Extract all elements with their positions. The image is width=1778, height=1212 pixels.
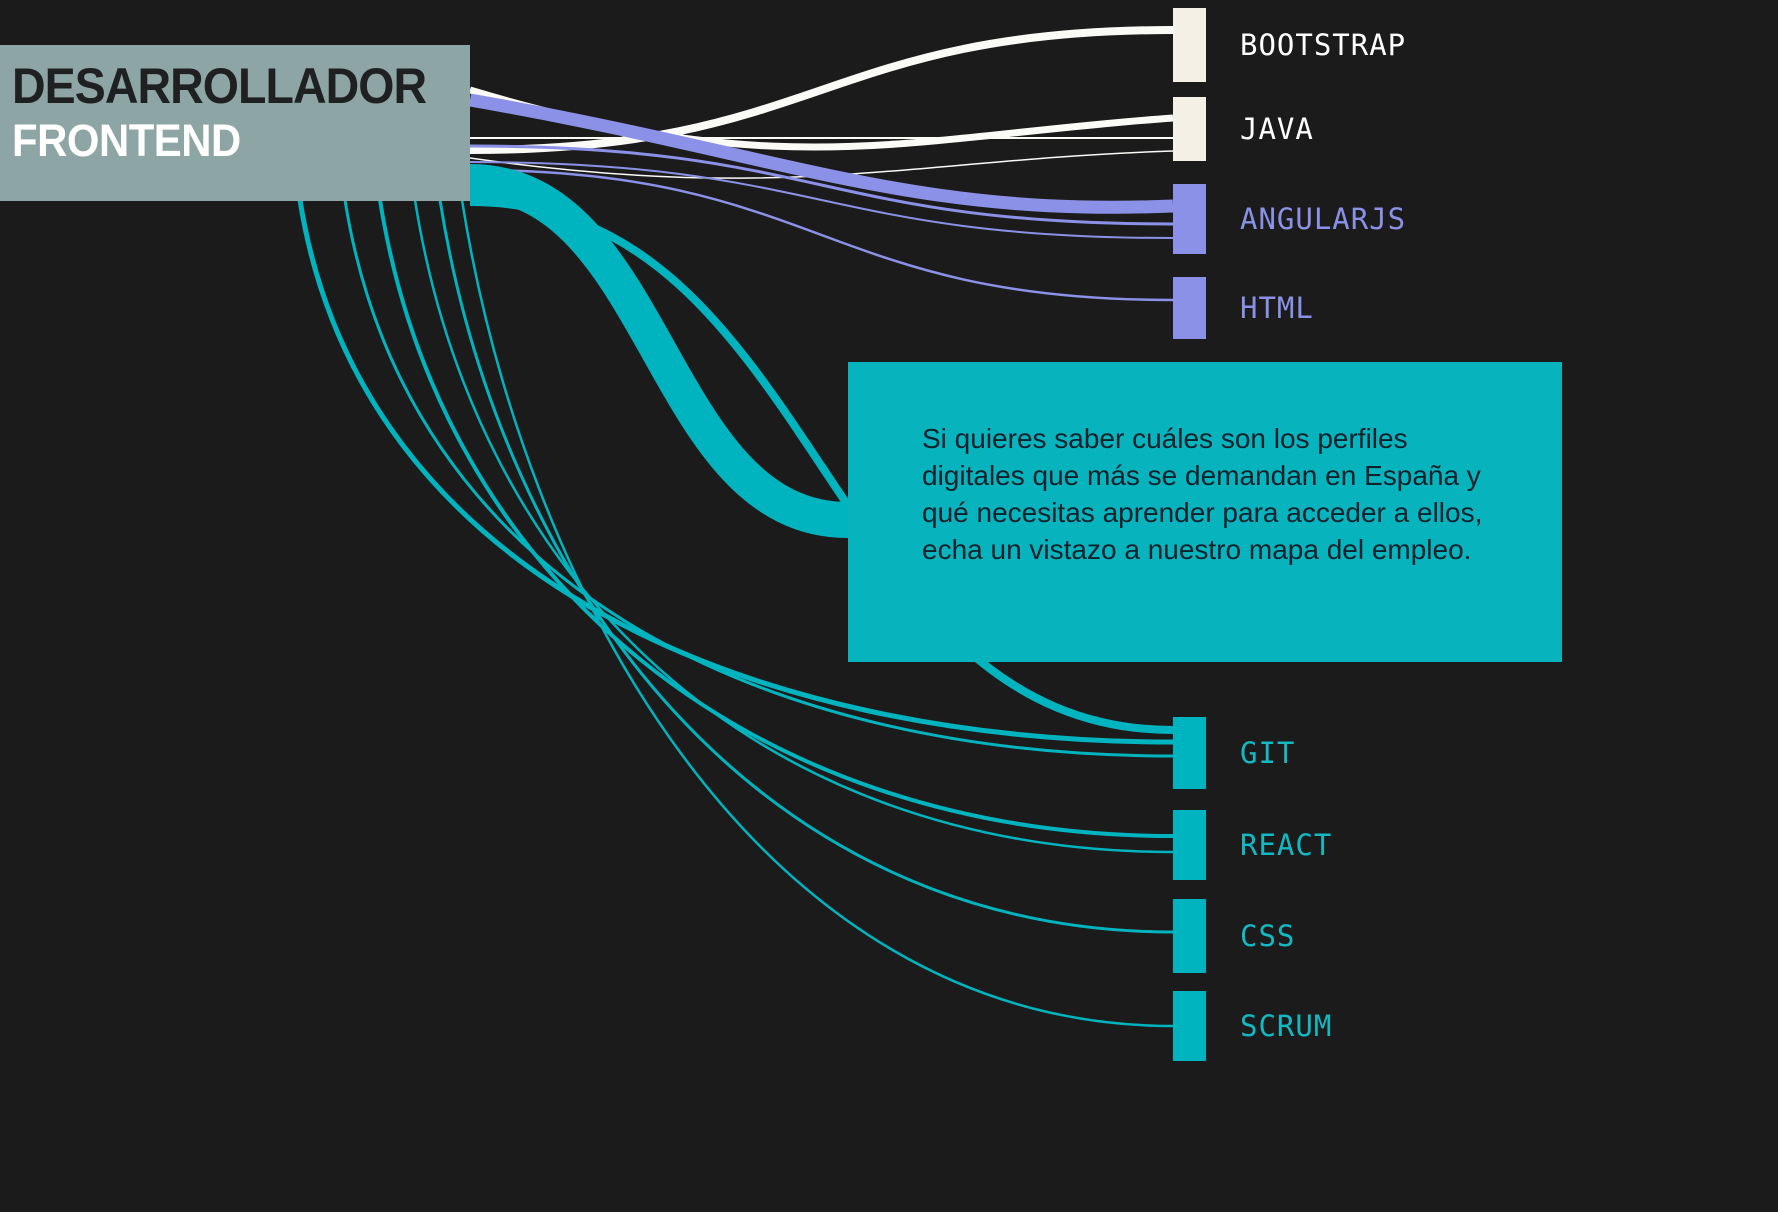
node-label-react: REACT xyxy=(1240,828,1333,862)
node-bar-html[interactable] xyxy=(1173,277,1206,339)
flow-frontend-html[interactable] xyxy=(469,168,1174,302)
node-label-git: GIT xyxy=(1240,736,1296,770)
flow-frontend-angularjs[interactable] xyxy=(469,161,1174,239)
node-bar-java[interactable] xyxy=(1173,97,1206,161)
node-bar-bootstrap[interactable] xyxy=(1173,8,1206,82)
flow-frontend-angularjs[interactable] xyxy=(468,93,1174,214)
node-bar-css[interactable] xyxy=(1173,899,1206,973)
info-callout: Si quieres saber cuáles son los perfiles… xyxy=(848,362,1562,662)
flow-frontend-git[interactable] xyxy=(297,199,1174,745)
node-label-html: HTML xyxy=(1240,291,1314,325)
node-bar-react[interactable] xyxy=(1173,810,1206,880)
flow-frontend-git[interactable] xyxy=(343,199,1174,758)
flow-frontend-scrum[interactable] xyxy=(460,199,1174,1028)
title-line-frontend: FRONTEND xyxy=(12,115,241,166)
node-label-angularjs: ANGULARJS xyxy=(1240,202,1407,236)
node-bar-angularjs[interactable] xyxy=(1173,184,1206,254)
node-bar-git[interactable] xyxy=(1173,717,1206,789)
node-label-scrum: SCRUM xyxy=(1240,1009,1333,1043)
flow-frontend-css[interactable] xyxy=(438,199,1174,934)
flow-frontend-git[interactable] xyxy=(469,198,1174,734)
flow-frontend-react[interactable] xyxy=(378,199,1174,838)
node-bar-scrum[interactable] xyxy=(1173,991,1206,1061)
node-label-bootstrap: BOOTSTRAP xyxy=(1240,28,1407,62)
flow-frontend-info[interactable] xyxy=(469,164,849,538)
flow-frontend-angularjs[interactable] xyxy=(469,144,1174,226)
source-node-desarrollador-frontend[interactable]: DESARROLLADOR FRONTEND xyxy=(0,45,470,201)
flow-frontend-bootstrap[interactable] xyxy=(469,26,1174,154)
title-line-desarrollador: DESARROLLADOR xyxy=(12,58,427,114)
flow-frontend-react[interactable] xyxy=(413,199,1174,854)
info-text: Si quieres saber cuáles son los perfiles… xyxy=(922,423,1483,565)
node-label-css: CSS xyxy=(1240,919,1296,953)
node-label-java: JAVA xyxy=(1240,112,1314,146)
